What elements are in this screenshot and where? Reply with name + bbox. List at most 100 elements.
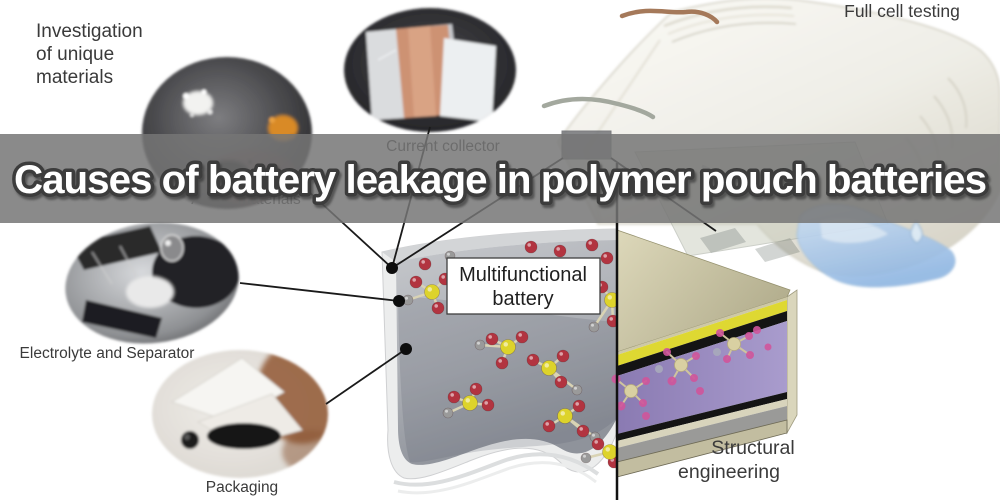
yellow-electrode-layer	[617, 300, 787, 366]
molecule-highlight	[445, 409, 448, 413]
battery-right-face	[786, 289, 798, 435]
molecule-highlight	[579, 427, 583, 431]
molecule-sphere	[580, 452, 592, 464]
structural-engineering-label-line1: Structural	[711, 437, 794, 459]
molecule-highlight	[592, 433, 595, 437]
molecule-sphere	[485, 332, 499, 346]
molecule-sphere	[418, 257, 432, 271]
molecule-sphere	[554, 375, 568, 389]
electrolyte-droplet	[160, 234, 184, 262]
multifunctional-label-line2: battery	[492, 288, 553, 310]
molecule-sphere	[591, 437, 605, 451]
water-droplet-icon	[910, 219, 923, 244]
packaging-label: Packaging	[206, 479, 278, 496]
investigation-label-line2: of unique	[36, 44, 114, 65]
molecule-highlight	[412, 278, 417, 282]
white-powder	[183, 91, 213, 115]
molecule-sphere	[424, 284, 440, 300]
molecule-highlight	[441, 275, 446, 279]
molecule-highlight	[544, 363, 549, 368]
molecule-highlight	[484, 401, 489, 405]
molecule-sphere	[576, 424, 590, 438]
molecule-sphere	[431, 301, 445, 315]
electrolyte-separator-label: Electrolyte and Separator	[20, 345, 195, 362]
structural-battery-illustration	[611, 229, 798, 478]
molecule-sphere	[571, 384, 583, 396]
molecule-highlight	[545, 422, 549, 426]
molecule-highlight	[560, 411, 565, 416]
leader-dot	[386, 262, 398, 274]
current-collector-photo	[344, 8, 516, 132]
molecule-highlight	[450, 393, 455, 397]
molecule-sphere	[469, 382, 483, 396]
leader-dot	[393, 295, 405, 307]
molecule-highlight	[557, 378, 561, 382]
molecule-highlight	[575, 402, 579, 406]
molecule-sphere	[600, 251, 614, 265]
molecule-sphere	[526, 353, 540, 367]
molecule-highlight	[607, 295, 612, 300]
molecule-highlight	[477, 341, 480, 345]
molecule-highlight	[574, 386, 577, 390]
molecule-sphere	[542, 419, 556, 433]
molecule-highlight	[427, 287, 432, 292]
multifunctional-label-line1: Multifunctional	[459, 264, 587, 286]
molecule-highlight	[559, 352, 563, 356]
packaging-photo	[152, 350, 328, 478]
molecule-highlight	[421, 260, 426, 264]
molecule-highlight	[498, 359, 503, 363]
molecule-sphere	[541, 360, 557, 376]
molecule-highlight	[603, 254, 607, 258]
leader-line-electrolyte	[239, 282, 400, 302]
molecule-sphere	[447, 390, 461, 404]
molecule-highlight	[583, 454, 586, 458]
white-wrap	[440, 38, 496, 122]
molecule-sphere	[515, 330, 529, 344]
pouch-crimp-edge	[905, 77, 968, 191]
molecule-highlight	[588, 241, 592, 245]
positive-tab-wire	[619, 8, 720, 25]
multifunctional-battery-label-box: Multifunctional battery	[446, 257, 601, 315]
molecule-sphere	[557, 408, 573, 424]
molecule-highlight	[503, 342, 508, 347]
molecule-highlight	[434, 304, 439, 308]
electrolyte-separator-photo	[65, 222, 240, 344]
investigation-label-line1: Investigation	[36, 21, 143, 42]
molecule-sphere	[553, 244, 567, 258]
page-title: Causes of battery leakage in polymer pou…	[14, 158, 986, 202]
molecule-sphere	[495, 356, 509, 370]
molecule-highlight	[465, 398, 470, 403]
molecule-sphere	[481, 398, 495, 412]
leader-dot	[400, 343, 412, 355]
molecule-highlight	[447, 252, 450, 256]
molecule-highlight	[605, 447, 610, 452]
molecule-sphere	[572, 399, 586, 413]
molecule-sphere	[500, 339, 516, 355]
molecule-highlight	[594, 440, 598, 444]
molecule-highlight	[609, 317, 613, 321]
molecule-highlight	[518, 333, 522, 337]
investigation-label-line3: materials	[36, 67, 113, 88]
molecule-sphere	[585, 238, 599, 252]
molecule-highlight	[556, 247, 560, 251]
molecule-highlight	[488, 335, 493, 339]
leader-line-packaging	[325, 348, 407, 405]
molecule-highlight	[527, 243, 531, 247]
molecule-sphere	[474, 339, 486, 351]
title-band	[0, 134, 1000, 223]
molecule-highlight	[591, 323, 594, 327]
molecule-highlight	[472, 385, 477, 389]
negative-tab-wire	[541, 96, 656, 120]
purple-electrolyte-layer	[617, 321, 787, 434]
full-cell-testing-label: Full cell testing	[844, 1, 960, 21]
molecule-sphere	[556, 349, 570, 363]
molecule-highlight	[529, 356, 533, 360]
leader-dots	[386, 262, 412, 355]
molecule-sphere	[442, 407, 454, 419]
molecule-highlight	[405, 296, 408, 300]
molecule-sphere	[588, 321, 600, 333]
molecule-sphere	[524, 240, 538, 254]
structural-molecules	[611, 326, 772, 420]
molecule-sphere	[409, 275, 423, 289]
